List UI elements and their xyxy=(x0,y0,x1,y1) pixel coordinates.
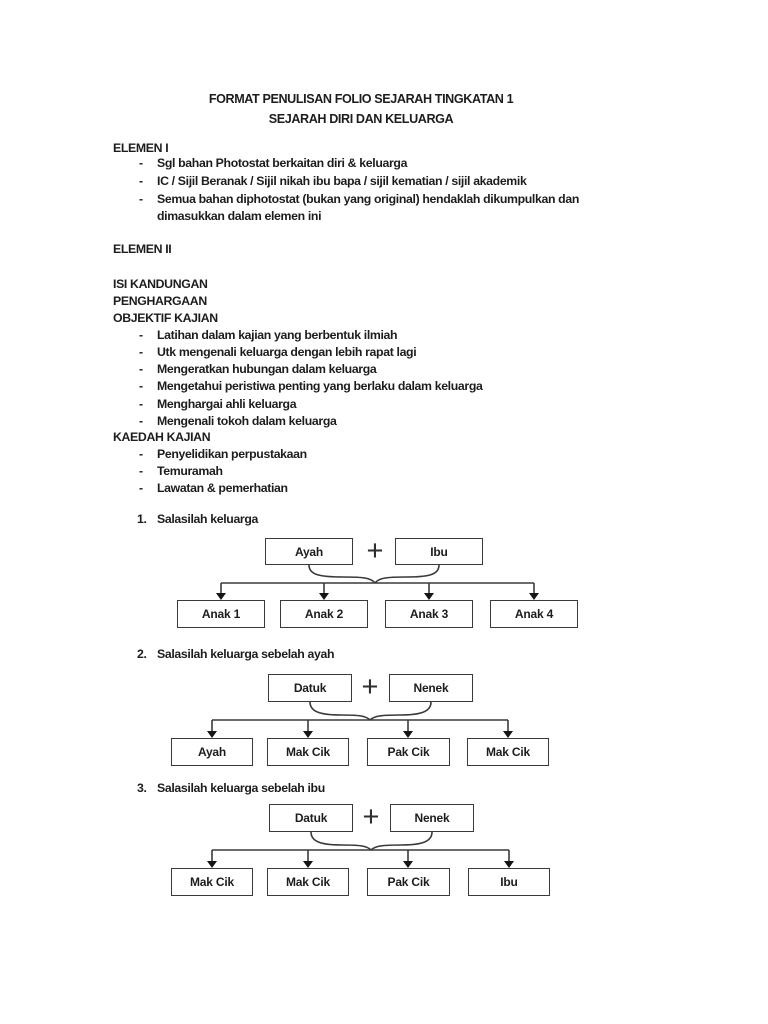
bullet-dash: - xyxy=(139,174,144,188)
node-child-1: Ayah xyxy=(171,738,253,766)
node-child-4: Mak Cik xyxy=(467,738,549,766)
bullet-dash: - xyxy=(139,481,144,495)
node-child-3: Pak Cik xyxy=(367,868,450,896)
bullet-dash: - xyxy=(139,447,144,461)
section-heading-isi-kandungan: ISI KANDUNGAN xyxy=(113,277,208,291)
numbered-item-1: 1. Salasilah keluarga xyxy=(137,511,258,528)
bullet-dash: - xyxy=(139,362,144,376)
list-item: Mengeratkan hubungan dalam keluarga xyxy=(157,362,377,376)
list-item: Menghargai ahli keluarga xyxy=(157,397,297,411)
section-heading-elemen-ii: ELEMEN II xyxy=(113,242,172,256)
node-child-1: Mak Cik xyxy=(171,868,253,896)
list-item: Mengenali tokoh dalam keluarga xyxy=(157,414,337,428)
bullet-dash: - xyxy=(139,379,144,393)
list-item: IC / Sijil Beranak / Sijil nikah ibu bap… xyxy=(157,174,527,188)
node-parent-right: Nenek xyxy=(390,804,474,832)
node-child-3: Anak 3 xyxy=(385,600,473,628)
plus-icon: + xyxy=(361,671,379,703)
list-item: Sgl bahan Photostat berkaitan diri & kel… xyxy=(157,156,408,170)
bullet-dash: - xyxy=(139,414,144,428)
list-item: Utk mengenali keluarga dengan lebih rapa… xyxy=(157,345,417,359)
node-parent-left: Datuk xyxy=(268,674,352,702)
section-heading-kaedah-kajian: KAEDAH KAJIAN xyxy=(113,430,211,444)
item-caption: Salasilah keluarga sebelah ibu xyxy=(157,781,325,795)
bullet-dash: - xyxy=(139,156,144,170)
bullet-dash: - xyxy=(139,328,144,342)
node-child-3: Pak Cik xyxy=(367,738,450,766)
tree-connectors xyxy=(216,564,539,600)
node-parent-left: Ayah xyxy=(265,538,353,565)
bullet-dash: - xyxy=(139,464,144,478)
node-child-1: Anak 1 xyxy=(177,600,265,628)
item-number: 1. xyxy=(137,512,147,526)
node-child-4: Ibu xyxy=(468,868,550,896)
numbered-item-2: 2. Salasilah keluarga sebelah ayah xyxy=(137,646,334,663)
item-number: 2. xyxy=(137,647,147,661)
bullet-dash: - xyxy=(139,397,144,411)
section-heading-penghargaan: PENGHARGAAN xyxy=(113,294,207,308)
list-item: Mengetahui peristiwa penting yang berlak… xyxy=(157,379,483,393)
list-item: Lawatan & pemerhatian xyxy=(157,481,288,495)
section-heading-elemen-i: ELEMEN I xyxy=(113,141,169,155)
node-child-2: Mak Cik xyxy=(267,738,349,766)
list-item: Semua bahan diphotostat (bukan yang orig… xyxy=(157,192,579,224)
node-parent-right: Nenek xyxy=(389,674,473,702)
item-number: 3. xyxy=(137,781,147,795)
item-caption: Salasilah keluarga xyxy=(157,512,259,526)
node-child-2: Anak 2 xyxy=(280,600,368,628)
tree-connectors xyxy=(207,701,513,738)
bullet-dash: - xyxy=(139,192,144,206)
plus-icon: + xyxy=(362,801,380,833)
bullet-dash: - xyxy=(139,345,144,359)
document-subtitle: SEJARAH DIRI DAN KELUARGA xyxy=(268,112,454,126)
numbered-item-3: 3. Salasilah keluarga sebelah ibu xyxy=(137,780,325,797)
node-parent-left: Datuk xyxy=(269,804,353,832)
node-child-4: Anak 4 xyxy=(490,600,578,628)
list-item: Latihan dalam kajian yang berbentuk ilmi… xyxy=(157,328,398,342)
document-title-block: FORMAT PENULISAN FOLIO SEJARAH TINGKATAN… xyxy=(0,89,722,129)
item-caption: Salasilah keluarga sebelah ayah xyxy=(157,647,335,661)
tree-connectors xyxy=(207,831,514,868)
section-heading-objektif-kajian: OBJEKTIF KAJIAN xyxy=(113,311,218,325)
plus-icon: + xyxy=(366,535,384,567)
node-parent-right: Ibu xyxy=(395,538,483,565)
node-child-2: Mak Cik xyxy=(267,868,349,896)
document-title: FORMAT PENULISAN FOLIO SEJARAH TINGKATAN… xyxy=(208,92,514,106)
list-item: Temuramah xyxy=(157,464,223,478)
list-item: Penyelidikan perpustakaan xyxy=(157,447,307,461)
